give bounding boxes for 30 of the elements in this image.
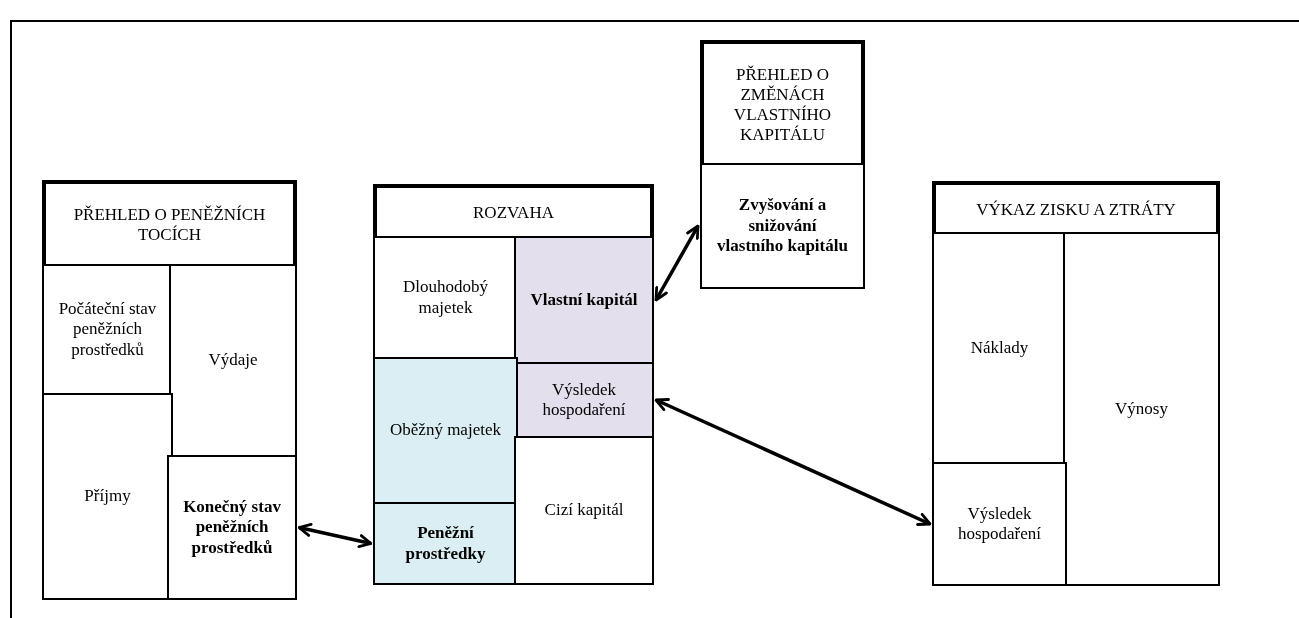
statement-table: [373, 184, 654, 585]
table-cell: [167, 455, 297, 600]
cell-text: Peněžní prostředky: [404, 523, 487, 564]
cell-text: Náklady: [969, 337, 1030, 359]
double-arrow: [654, 224, 700, 302]
table-cell: [514, 436, 654, 585]
cell-text: Dlouhodobý majetek: [402, 277, 489, 318]
table-cell: [932, 462, 1067, 586]
table-cell: [700, 163, 865, 289]
double-arrow: [654, 398, 932, 526]
table-cell: [42, 393, 173, 600]
statement-table: [42, 180, 297, 600]
cell-text: Vlastní kapitál: [529, 289, 639, 311]
cell-text: Oběžný majetek: [389, 420, 502, 441]
statement-table: [932, 181, 1220, 586]
table-cell: [169, 264, 297, 457]
cell-text: Zvyšování a snižování vlastního kapitálu: [716, 195, 849, 257]
double-arrow: [297, 523, 373, 548]
table-cell: [373, 357, 518, 504]
cell-text: Výdaje: [207, 350, 259, 371]
table-cell: [514, 236, 654, 364]
cell-text: Konečný stav peněžních prostředků: [182, 496, 282, 559]
cell-text: Počáteční stav peněžních prostředků: [57, 298, 158, 361]
cell-text: Výnosy: [1114, 398, 1169, 420]
statement-table: [700, 40, 865, 289]
cell-text: Výsledek hospodaření: [541, 379, 627, 421]
table-cell: [1063, 232, 1220, 586]
cell-text: Příjmy: [83, 486, 132, 507]
cell-text: Cizí kapitál: [543, 500, 625, 521]
cell-text: Výsledek hospodaření: [956, 503, 1043, 545]
